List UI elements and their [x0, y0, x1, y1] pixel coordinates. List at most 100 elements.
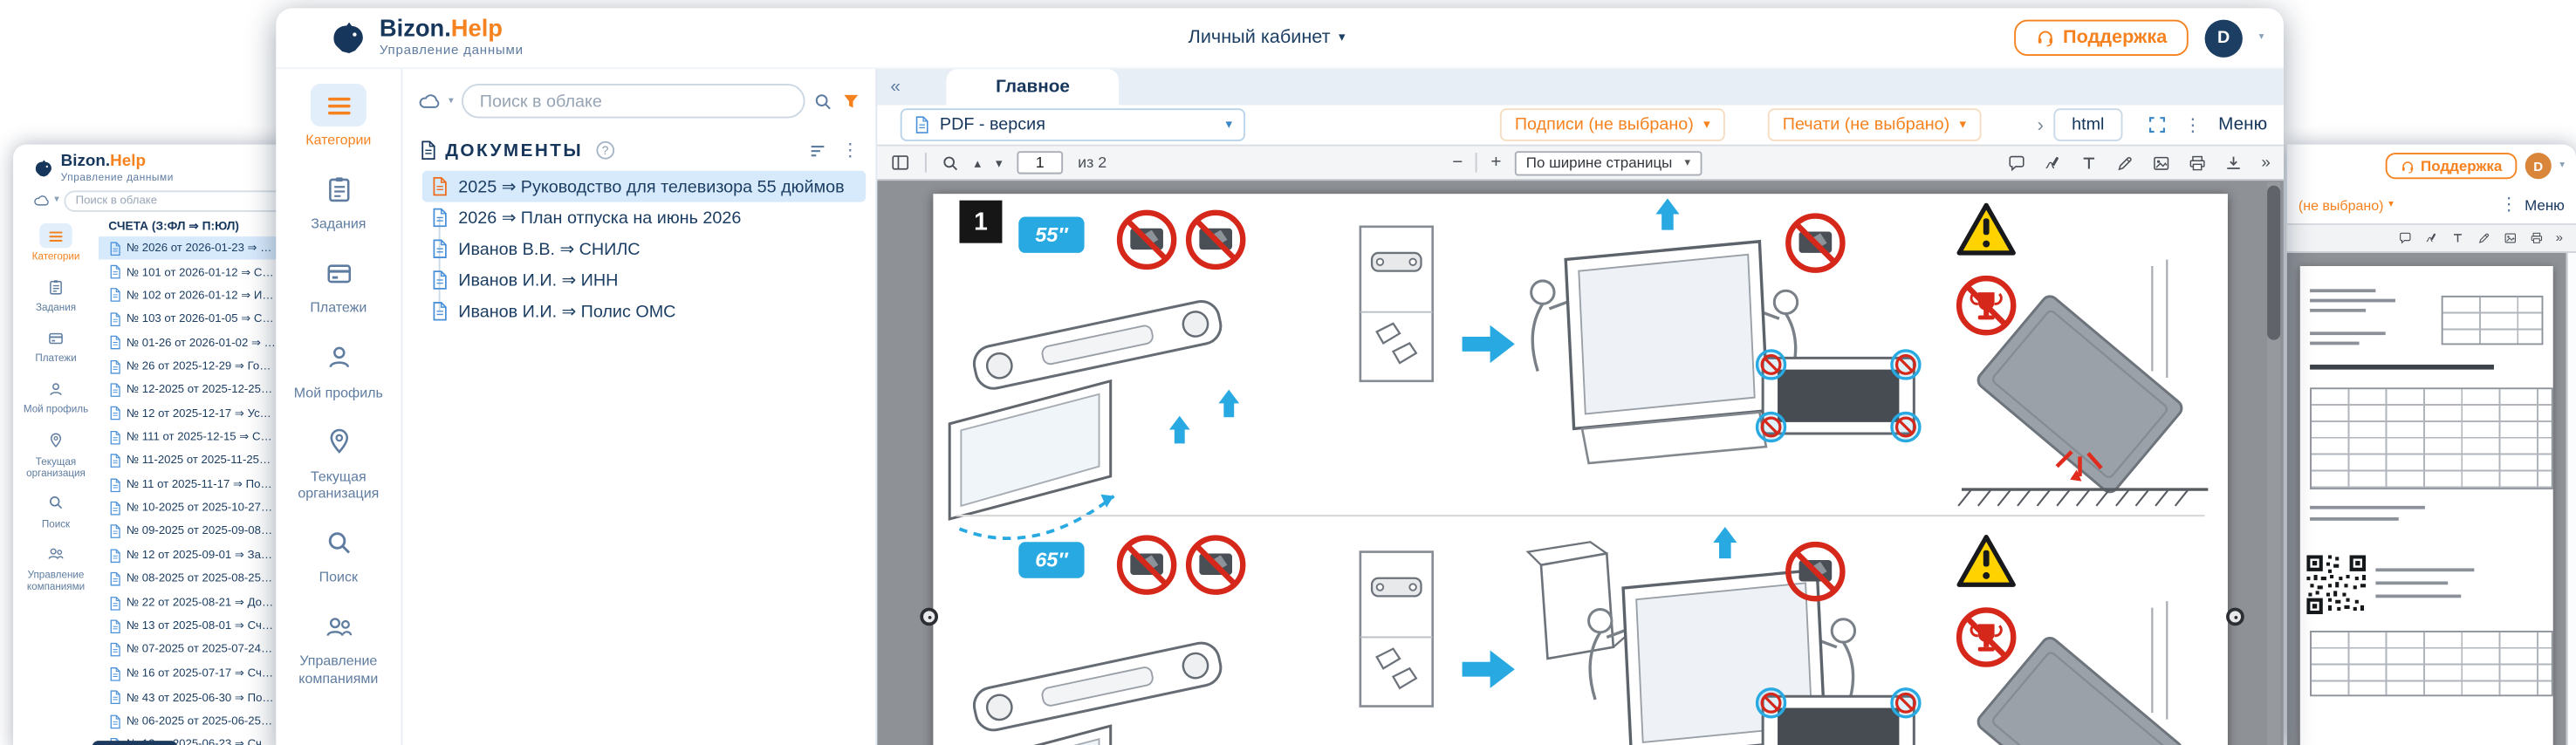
menu-button[interactable]: Меню [2218, 114, 2268, 135]
signature-icon[interactable] [2424, 231, 2437, 244]
invoice-row[interactable]: № 13 от 2025-08-01 ⇒ Сч… [99, 615, 428, 639]
format-chip[interactable]: html [2053, 108, 2123, 141]
chevron-down-icon[interactable]: ▾ [448, 96, 454, 106]
search-icon[interactable] [813, 91, 833, 111]
sidebar-item-companies[interactable]: Управление компаниями [279, 605, 398, 686]
sidebar-item-tasks[interactable]: Задания [279, 167, 398, 232]
sidebar-item-search[interactable]: Поиск [17, 490, 95, 530]
avatar[interactable]: D [2204, 18, 2243, 57]
zoom-out-button[interactable]: − [1452, 153, 1463, 173]
invoice-row[interactable]: № 16 от 2025-07-17 ⇒ Сч… [99, 662, 428, 686]
sidebar-item-profile[interactable]: Мой профиль [17, 377, 95, 416]
invoice-row[interactable]: № 10-2025 от 2025-10-27… [99, 496, 428, 520]
pencil-icon[interactable] [2477, 231, 2490, 244]
collapse-panel-icon[interactable]: « [890, 77, 901, 98]
stamps-select[interactable]: (не выбрано) ▾ [2298, 196, 2394, 214]
manual-row-55 [948, 198, 2208, 541]
sidebar-item-payments[interactable]: Платежи [17, 325, 95, 365]
previous-page-icon[interactable]: ▴ [974, 154, 982, 170]
invoice-row[interactable]: № 12 от 2025-12-17 ⇒ Ус… [99, 402, 428, 426]
fullscreen-icon[interactable] [2148, 115, 2168, 135]
signature-icon[interactable] [2045, 154, 2063, 172]
document-tree-item[interactable]: Иванов И.И. ⇒ Полис ОМС [422, 296, 866, 327]
help-icon[interactable]: ? [596, 140, 614, 160]
more-tools-icon[interactable]: » [2261, 154, 2271, 172]
invoice-row[interactable]: № 102 от 2026-01-12 ⇒ И… [99, 284, 428, 307]
chevron-down-icon[interactable]: ▾ [54, 195, 59, 206]
invoice-row[interactable]: № 06-2025 от 2025-06-25… [99, 709, 428, 733]
invoice-row[interactable]: № 11-2025 от 2025-11-25… [99, 449, 428, 473]
invoice-row[interactable]: № 22 от 2025-08-21 ⇒ До… [99, 591, 428, 615]
sidebar-item-categories[interactable]: Категории [279, 84, 398, 148]
invoice-row[interactable]: № 01-26 от 2026-01-02 ⇒ … [99, 331, 428, 354]
kebab-icon[interactable]: ⋮ [2183, 115, 2203, 136]
image-icon[interactable] [2503, 231, 2516, 244]
document-tree-item[interactable]: Иванов В.В. ⇒ СНИЛС [422, 233, 866, 264]
download-icon[interactable] [2225, 154, 2244, 172]
scrollbar[interactable] [2267, 181, 2281, 745]
image-icon[interactable] [2153, 154, 2171, 172]
text-tool-icon[interactable] [2450, 231, 2463, 244]
invoice-row[interactable]: № 111 от 2025-12-15 ⇒ С… [99, 426, 428, 449]
sidebar-item-tasks[interactable]: Задания [17, 275, 95, 314]
pencil-icon[interactable] [2117, 154, 2135, 172]
kebab-icon[interactable]: ⋮ [840, 140, 860, 161]
menu-button[interactable]: Меню [2525, 196, 2565, 214]
resize-handle-left[interactable] [920, 607, 939, 626]
signatures-select[interactable]: Подписи (не выбрано) ▾ [1499, 108, 1725, 141]
tab-main[interactable]: Главное [946, 69, 1120, 106]
invoice-row[interactable]: № 12 от 2025-09-01 ⇒ За… [99, 543, 428, 567]
version-select[interactable]: PDF - версия ▾ [900, 108, 1246, 141]
invoice-row[interactable]: № 101 от 2026-01-12 ⇒ С… [99, 260, 428, 284]
sort-icon[interactable] [808, 140, 828, 161]
sidebar-item-search[interactable]: Поиск [279, 521, 398, 585]
account-menu[interactable]: Личный кабинет ▾ [1188, 28, 1346, 48]
find-icon[interactable] [942, 154, 960, 172]
document-tree-item[interactable]: Иванов И.И. ⇒ ИНН [422, 264, 866, 296]
invoice-row[interactable]: № 43 от 2025-06-30 ⇒ По… [99, 686, 428, 709]
more-tools-icon[interactable]: » [2555, 229, 2564, 245]
invoice-row[interactable]: № 09-2025 от 2025-09-08… [99, 520, 428, 543]
print-icon[interactable] [2189, 154, 2208, 172]
invoice-row[interactable]: № 08-2025 от 2025-08-25… [99, 567, 428, 591]
document-tree-item[interactable]: 2025 ⇒ Руководство для телевизора 55 дюй… [421, 170, 867, 202]
document-tree-item[interactable]: 2026 ⇒ План отпуска на июнь 2026 [422, 202, 866, 234]
text-tool-icon[interactable] [2080, 154, 2099, 172]
kebab-icon[interactable]: ⋮ [2499, 195, 2518, 215]
invoice-row[interactable]: № 07-2025 от 2025-07-24… [99, 639, 428, 662]
chevron-right-icon[interactable]: › [2037, 113, 2045, 137]
invoice-row[interactable]: № 12 от 2025-06-23 ⇒ Сч… [99, 733, 428, 745]
support-button[interactable]: Поддержка [2386, 153, 2518, 180]
next-page-icon[interactable]: ▾ [995, 154, 1003, 170]
filter-icon[interactable] [841, 91, 861, 111]
toggle-sidebar-icon[interactable] [890, 153, 910, 173]
invoice-row[interactable]: № 103 от 2026-01-05 ⇒ С… [99, 307, 428, 331]
invoice-row[interactable]: № 11 от 2025-11-17 ⇒ По… [99, 473, 428, 496]
invoice-row[interactable]: № 12-2025 от 2025-12-25… [99, 379, 428, 402]
sidebar-item-companies[interactable]: Управление компаниями [17, 542, 95, 593]
sidebar-item-profile[interactable]: Мой профиль [279, 336, 398, 400]
resize-handle-right[interactable] [2226, 607, 2244, 626]
scrollbar-thumb[interactable] [2267, 185, 2281, 340]
sidebar-item-organization[interactable]: Текущая организация [17, 427, 95, 479]
zoom-in-button[interactable]: + [1490, 153, 1502, 173]
zoom-mode-select[interactable]: По ширине страницы ▾ [1514, 150, 1702, 175]
cloud-icon[interactable] [33, 194, 50, 207]
sidebar: Категории Задания Платежи Мой профиль Те… [276, 69, 401, 745]
cloud-icon[interactable] [417, 92, 440, 110]
invoice-row[interactable]: № 26 от 2025-12-29 ⇒ Го… [99, 355, 428, 379]
stamps-select[interactable]: Печати (не выбрано) ▾ [1767, 108, 1982, 141]
sidebar-item-organization[interactable]: Текущая организация [279, 420, 398, 502]
comment-icon[interactable] [2398, 231, 2411, 244]
page-number-input[interactable] [1017, 151, 1064, 174]
avatar[interactable]: D [2525, 153, 2552, 180]
text-line [2375, 568, 2475, 572]
print-icon[interactable] [2530, 231, 2543, 244]
sidebar-item-payments[interactable]: Платежи [279, 252, 398, 317]
chevron-down-icon[interactable]: ▾ [2258, 32, 2264, 43]
support-button[interactable]: Поддержка [2013, 19, 2189, 57]
sidebar-item-categories[interactable]: Категории [17, 223, 95, 263]
comment-icon[interactable] [2008, 154, 2026, 172]
search-input[interactable] [462, 84, 805, 119]
chevron-down-icon[interactable]: ▾ [2559, 161, 2565, 171]
